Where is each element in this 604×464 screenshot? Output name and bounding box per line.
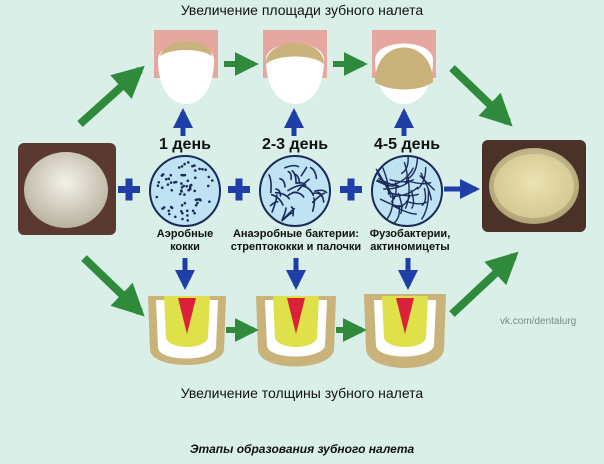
watermark: vk.com/dentalurg <box>500 316 577 327</box>
tooth-top-2 <box>263 30 327 104</box>
arrow-diag-bottom-left <box>81 255 145 317</box>
figure-caption: Этапы образования зубного налета <box>189 442 415 456</box>
title-area-increase: Увеличение площади зубного налета <box>180 2 424 18</box>
stage-2-bacteria: Анаэробные бактерии: стрептококки и пало… <box>226 228 366 254</box>
bacteria-circle-1 <box>149 155 221 227</box>
bacteria-circle-3 <box>371 155 443 227</box>
tooth-photo-right <box>482 140 586 232</box>
tooth-section-2 <box>256 296 336 367</box>
plus-sign-1 <box>118 178 140 201</box>
stage-3-bacteria-line1: Фузобактерии, <box>369 228 451 240</box>
arrow-diag-bottom-right <box>449 251 519 317</box>
stage-1-bacteria-line2: кокки <box>170 241 200 253</box>
stage-1-bacteria: Аэробные кокки <box>145 228 225 254</box>
title-thickness-increase: Увеличение толщины зубного налета <box>180 385 424 401</box>
plus-sign-3 <box>340 178 362 201</box>
tooth-top-3 <box>372 30 436 104</box>
stage-1-bacteria-line1: Аэробные <box>156 228 214 240</box>
arrow-diag-top-left <box>77 65 145 127</box>
stage-3-bacteria-line2: актиномицеты <box>370 241 450 253</box>
tooth-photo-left <box>18 143 116 235</box>
tooth-section-1 <box>148 296 226 365</box>
stage-1-day: 1 день <box>159 136 211 153</box>
plus-sign-2 <box>228 178 250 201</box>
stage-3-day: 4-5 день <box>373 136 441 153</box>
stage-3-bacteria: Фузобактерии, актиномицеты <box>362 228 458 254</box>
bacteria-circle-2 <box>259 155 331 227</box>
stage-2-bacteria-line2: стрептококки и палочки <box>230 241 362 253</box>
stage-2-day: 2-3 день <box>261 136 329 153</box>
tooth-top-1 <box>154 30 218 104</box>
stage-2-bacteria-line1: Анаэробные бактерии: <box>232 228 360 240</box>
tooth-section-3 <box>364 294 446 368</box>
arrow-diag-top-right <box>449 65 513 127</box>
